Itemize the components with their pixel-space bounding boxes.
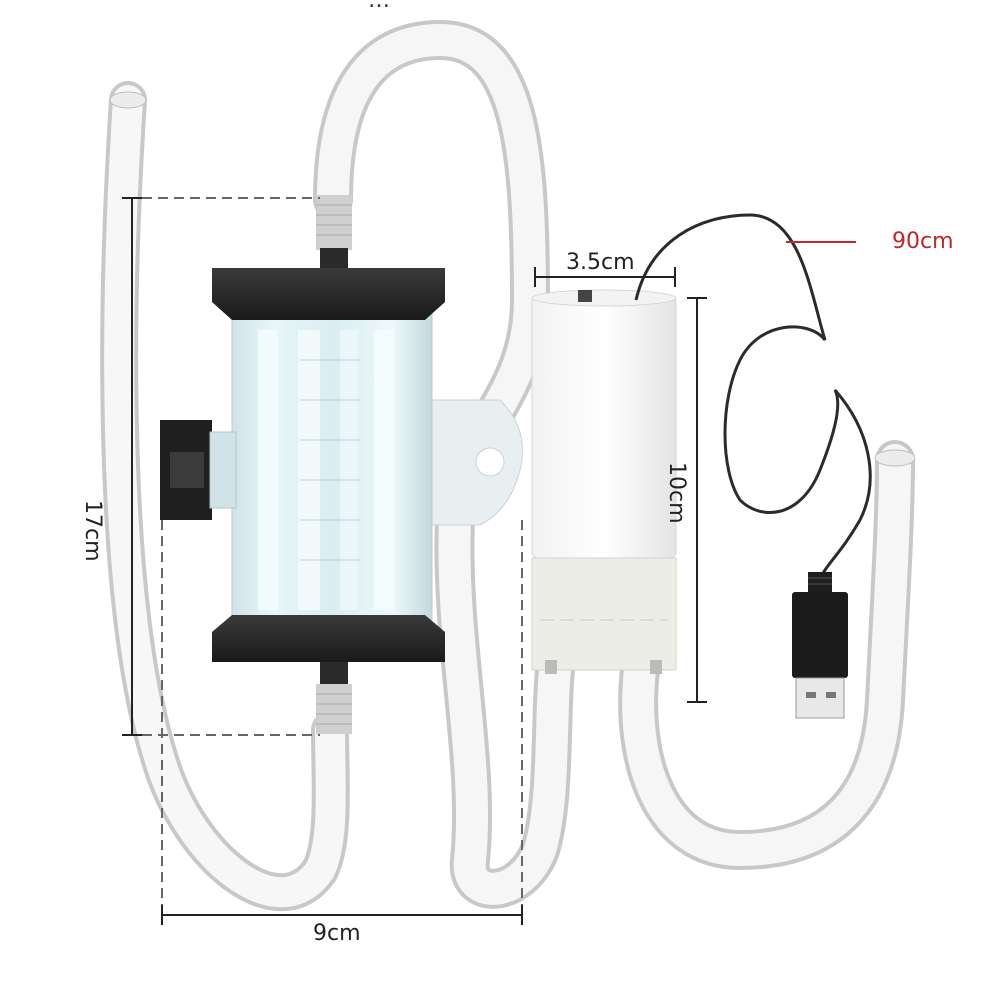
filter-body <box>160 268 445 662</box>
label-cable-90cm: 90cm <box>892 229 954 254</box>
filter-top-connector <box>316 195 352 270</box>
hose-end-left <box>109 91 147 109</box>
power-cable <box>634 213 872 581</box>
pump-body <box>531 289 677 674</box>
label-width-3-5cm: 3.5cm <box>566 250 635 275</box>
label-filter-width-9cm: 9cm <box>313 921 361 946</box>
label-pump-height-10cm: 10cm <box>664 462 689 524</box>
hose-end-right <box>874 449 916 467</box>
cropped-top-text: … <box>368 0 396 13</box>
dimension-lines <box>122 197 707 925</box>
filter-bottom-cap <box>212 615 445 662</box>
pump-band <box>531 557 677 671</box>
label-filter-height-17cm: 17cm <box>80 500 105 562</box>
filter-top-cap <box>212 268 445 320</box>
filter-bottom-connector <box>316 660 352 734</box>
usb-plug <box>792 572 848 719</box>
mounting-bracket <box>419 399 523 526</box>
